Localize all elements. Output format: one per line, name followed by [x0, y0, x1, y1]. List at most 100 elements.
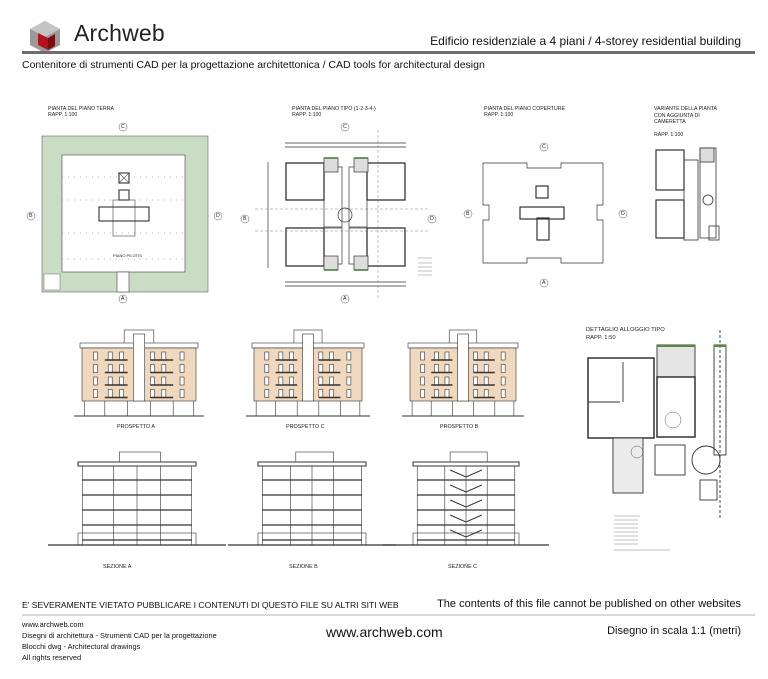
- window: [278, 364, 284, 373]
- window: [483, 389, 489, 398]
- window: [483, 376, 489, 386]
- section-b: [228, 451, 396, 546]
- footer-line-website: www.archweb.com: [22, 620, 84, 629]
- window: [444, 364, 450, 373]
- window: [318, 389, 324, 398]
- window: [483, 364, 489, 373]
- footer-line-drawings: Disegni di architettura - Strumenti CAD …: [22, 631, 217, 640]
- window: [278, 351, 284, 361]
- warning-italian: E' SEVERAMENTE VIETATO PUBBLICARE I CONT…: [22, 600, 399, 610]
- sheet-title: Edificio residenziale a 4 piani / 4-stor…: [430, 34, 741, 48]
- window: [329, 364, 334, 373]
- section-a-caption: SEZIONE A: [103, 564, 132, 570]
- window: [289, 364, 294, 373]
- axis-label-a: A: [542, 280, 546, 286]
- variant-plan-title: VARIANTE DELLA PIANTA CON AGGIUNTA DI CA…: [654, 106, 717, 126]
- window: [119, 376, 124, 386]
- roof-volume: [449, 451, 488, 463]
- basement: [412, 532, 520, 546]
- window: [434, 364, 439, 373]
- window: [500, 376, 506, 386]
- section-c: [383, 451, 549, 546]
- window: [500, 389, 506, 398]
- window: [444, 376, 450, 386]
- window: [483, 351, 489, 361]
- axis-marker-a: [118, 278, 549, 304]
- stair-flight: [449, 469, 483, 478]
- ground-plan-scale: RAPP. 1:100: [48, 112, 78, 118]
- stair-core: [302, 333, 314, 402]
- window: [289, 376, 294, 386]
- window: [473, 389, 478, 398]
- window: [434, 351, 439, 361]
- window: [119, 389, 124, 398]
- variant-plan: [655, 147, 720, 241]
- window: [329, 351, 334, 361]
- window: [420, 351, 425, 361]
- sheet-subtitle: Contenitore di strumenti CAD per la prog…: [22, 59, 485, 71]
- window: [346, 389, 352, 398]
- stair-flight: [449, 529, 483, 538]
- axis-label-d: D: [430, 216, 434, 222]
- axis-label-b: B: [466, 211, 470, 217]
- axis-label-d: D: [621, 211, 625, 217]
- window: [420, 389, 425, 398]
- roof-plan-title: PIANTA DEL PIANO COPERTURE: [484, 106, 565, 112]
- roof-volume: [295, 451, 334, 463]
- window: [329, 376, 334, 386]
- window: [179, 376, 185, 386]
- axis-marker-d: [213, 209, 628, 224]
- window: [179, 389, 185, 398]
- window: [107, 376, 113, 386]
- window: [500, 351, 506, 361]
- axis-label-b: B: [29, 213, 33, 219]
- axis-label-c: C: [343, 124, 347, 130]
- roof-slab: [77, 461, 197, 467]
- elevation-a-caption: PROSPETTO A: [117, 424, 155, 430]
- window: [264, 376, 270, 386]
- archweb-logo-icon: [30, 21, 60, 53]
- window: [264, 351, 270, 361]
- detail-plan-scale: RAPP. 1:50: [586, 335, 616, 341]
- window: [473, 364, 478, 373]
- window: [318, 351, 324, 361]
- footer-line-blocks: Blocchi dwg - Architectural drawings: [22, 642, 141, 651]
- window: [329, 389, 334, 398]
- website-link[interactable]: www.archweb.com: [326, 624, 443, 640]
- window: [179, 364, 185, 373]
- stair-core: [457, 333, 469, 402]
- window: [119, 364, 124, 373]
- elevation-b-caption: PROSPETTO B: [440, 424, 479, 430]
- window: [289, 351, 294, 361]
- window: [318, 376, 324, 386]
- window: [161, 364, 167, 373]
- window: [107, 351, 113, 361]
- typical-plan-title: PIANTA DEL PIANO TIPO (1-2-3-4-): [292, 106, 376, 112]
- window: [93, 389, 98, 398]
- section-b-caption: SEZIONE B: [289, 564, 318, 570]
- window: [161, 351, 167, 361]
- window: [473, 351, 478, 361]
- window: [278, 376, 284, 386]
- window: [264, 364, 270, 373]
- window: [420, 376, 425, 386]
- typical-floor-plan: [255, 130, 432, 300]
- stair-flight: [449, 484, 483, 493]
- window: [93, 376, 98, 386]
- elevation-b: [402, 329, 524, 417]
- axis-markers: [26, 122, 628, 304]
- sections-group: [48, 451, 549, 546]
- footer-divider: [22, 614, 755, 616]
- basement: [257, 532, 367, 546]
- window: [444, 389, 450, 398]
- detail-plan: [587, 330, 727, 551]
- axis-label-d: D: [216, 213, 220, 219]
- roof-volume: [119, 451, 161, 463]
- ground-plan-note: PIANO PILOTIS: [113, 253, 142, 258]
- axis-marker-b: [26, 209, 473, 224]
- header-divider: [22, 51, 755, 54]
- window: [473, 376, 478, 386]
- window: [346, 364, 352, 373]
- window: [93, 364, 98, 373]
- section-a: [48, 451, 226, 546]
